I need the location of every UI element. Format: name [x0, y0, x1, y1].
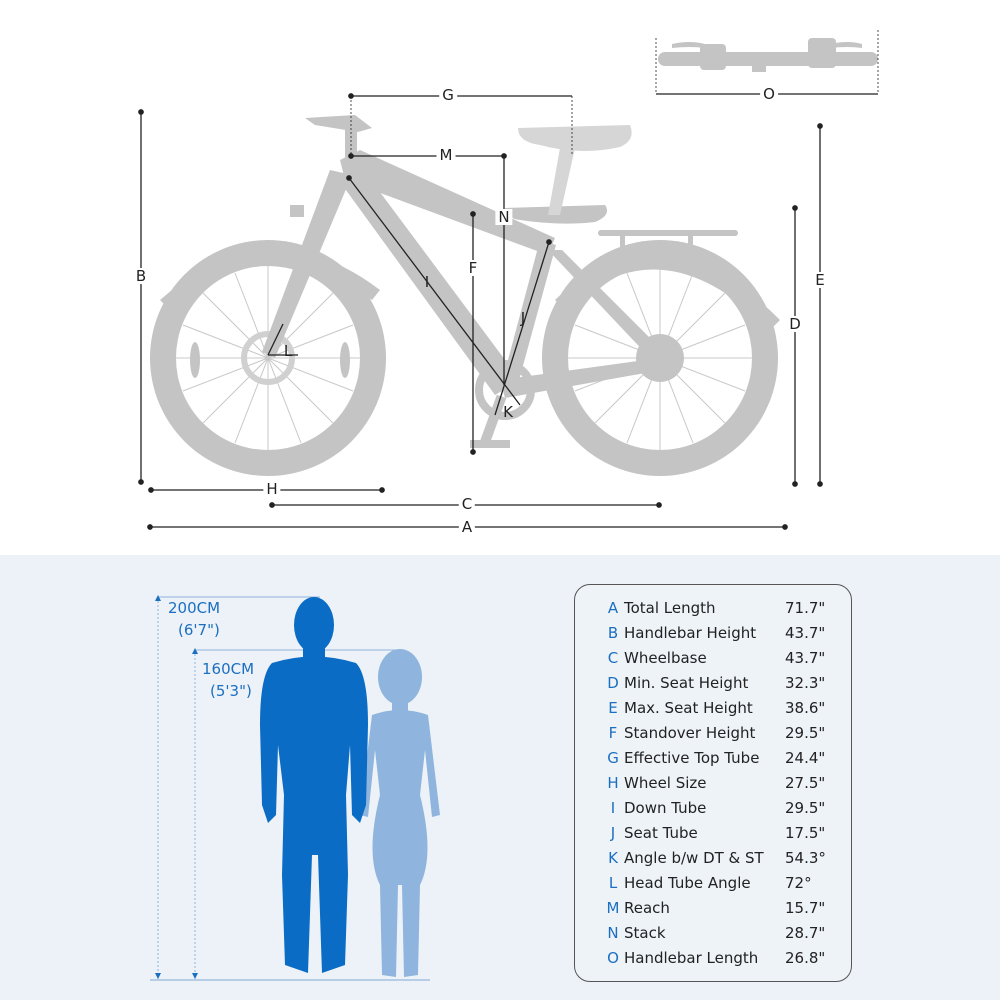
tall-height-cm: 200CM [168, 599, 221, 617]
spec-row-n: N Stack 28.7" [575, 924, 851, 949]
spec-value: 26.8" [785, 949, 826, 967]
spec-letter: K [608, 849, 618, 867]
tall-height-ft: (6'7") [178, 621, 220, 639]
front-wheel [150, 240, 386, 476]
spec-letter: D [607, 674, 619, 692]
short-height-ft: (5'3") [210, 682, 252, 700]
spec-value: 28.7" [785, 924, 826, 942]
dim-label-j: J [520, 309, 526, 327]
spec-name: Standover Height [624, 724, 756, 742]
spec-value: 15.7" [785, 899, 826, 917]
spec-letter: L [608, 874, 618, 892]
spec-row-h: H Wheel Size 27.5" [575, 774, 851, 799]
dim-label-i: I [424, 273, 430, 291]
spec-letter: N [607, 924, 619, 942]
spec-row-b: B Handlebar Height 43.7" [575, 624, 851, 649]
dim-label-h: H [263, 481, 281, 497]
dim-label-g: G [439, 87, 457, 103]
woman-silhouette [360, 649, 440, 977]
spec-name: Head Tube Angle [624, 874, 751, 892]
spec-letter: F [608, 724, 618, 742]
spec-name: Max. Seat Height [624, 699, 753, 717]
spec-name: Wheelbase [624, 649, 707, 667]
bike-illustration [138, 30, 879, 530]
spec-row-a: A Total Length 71.7" [575, 599, 851, 624]
spec-letter: J [610, 824, 616, 842]
short-height-cm: 160CM [202, 660, 255, 678]
spec-row-c: C Wheelbase 43.7" [575, 649, 851, 674]
spec-name: Handlebar Length [624, 949, 759, 967]
dim-label-k: K [503, 403, 513, 421]
spec-name: Effective Top Tube [624, 749, 760, 767]
dim-label-o: O [760, 86, 778, 102]
spec-name: Seat Tube [624, 824, 698, 842]
dim-label-c: C [458, 496, 476, 512]
spec-value: 71.7" [785, 599, 826, 617]
handlebar-top-view [658, 38, 878, 72]
dim-label-n: N [495, 209, 513, 225]
spec-name: Reach [624, 899, 670, 917]
spec-row-g: G Effective Top Tube 24.4" [575, 749, 851, 774]
spec-row-o: O Handlebar Length 26.8" [575, 949, 851, 974]
spec-row-k: K Angle b/w DT & ST 54.3° [575, 849, 851, 874]
spec-name: Min. Seat Height [624, 674, 749, 692]
spec-table: A Total Length 71.7" B Handlebar Height 43.7… [574, 584, 852, 982]
bike-geometry-diagram: G M N F I J K L B D E H C A O [132, 30, 879, 535]
spec-value: 54.3° [785, 849, 826, 867]
spec-value: 29.5" [785, 724, 826, 742]
spec-value: 27.5" [785, 774, 826, 792]
spec-row-e: E Max. Seat Height 38.6" [575, 699, 851, 724]
dim-label-d: D [786, 316, 804, 332]
spec-row-i: I Down Tube 29.5" [575, 799, 851, 824]
spec-value: 72° [785, 874, 812, 892]
man-silhouette [260, 597, 368, 973]
spec-name: Total Length [624, 599, 716, 617]
spec-letter: C [607, 649, 619, 667]
height-guide-figures [150, 595, 440, 981]
dim-label-l: L [283, 342, 293, 360]
dim-label-a: A [458, 519, 476, 535]
spec-value: 17.5" [785, 824, 826, 842]
spec-letter: M [606, 899, 620, 917]
dim-label-m: M [436, 147, 456, 163]
spec-row-j: J Seat Tube 17.5" [575, 824, 851, 849]
spec-row-d: D Min. Seat Height 32.3" [575, 674, 851, 699]
spec-letter: G [607, 749, 619, 767]
spec-row-l: L Head Tube Angle 72° [575, 874, 851, 899]
spec-row-f: F Standover Height 29.5" [575, 724, 851, 749]
spec-name: Stack [624, 924, 666, 942]
spec-value: 38.6" [785, 699, 826, 717]
dim-label-b: B [132, 268, 150, 284]
spec-name: Down Tube [624, 799, 707, 817]
dim-label-f: F [465, 260, 481, 276]
spec-name: Angle b/w DT & ST [624, 849, 764, 867]
spec-letter: O [607, 949, 619, 967]
spec-name: Wheel Size [624, 774, 707, 792]
spec-value: 32.3" [785, 674, 826, 692]
spec-value: 43.7" [785, 624, 826, 642]
spec-letter: E [608, 699, 618, 717]
spec-value: 29.5" [785, 799, 826, 817]
saddle-high [518, 125, 632, 152]
dim-label-e: E [812, 272, 828, 288]
spec-letter: B [607, 624, 619, 642]
spec-value: 24.4" [785, 749, 826, 767]
spec-letter: I [610, 799, 616, 817]
spec-value: 43.7" [785, 649, 826, 667]
spec-letter: A [607, 599, 619, 617]
spec-letter: H [607, 774, 619, 792]
spec-name: Handlebar Height [624, 624, 757, 642]
